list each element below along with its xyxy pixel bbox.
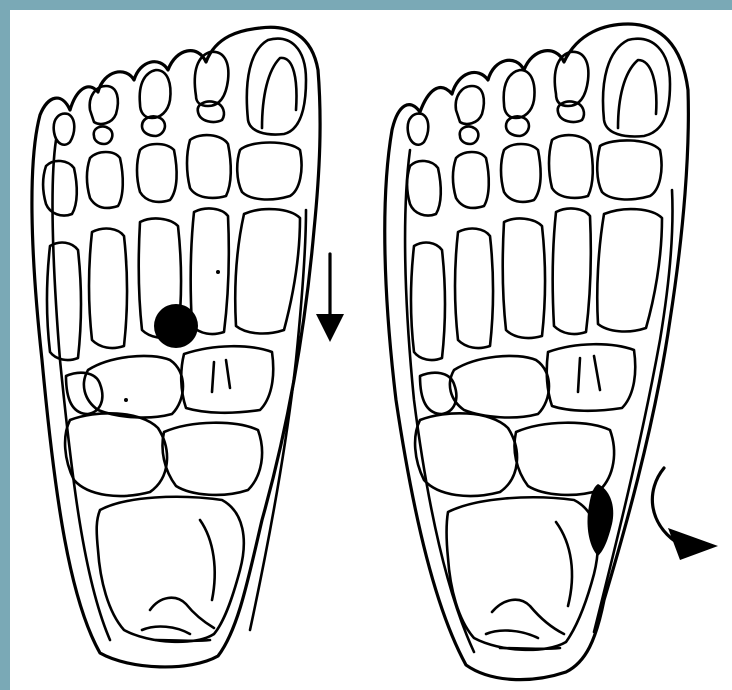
down-arrow-icon	[316, 254, 344, 342]
left-heel	[97, 497, 244, 642]
right-heel	[447, 497, 598, 650]
feet-diagram	[10, 10, 732, 690]
right-foot-pressure-wedge	[587, 484, 613, 556]
figure-panel	[10, 10, 732, 690]
right-big-toe	[603, 39, 670, 137]
curved-arrow-icon	[652, 468, 718, 560]
left-foot-pressure-dot	[154, 304, 198, 348]
left-foot	[32, 27, 344, 667]
right-foot	[385, 24, 718, 680]
right-foot-outline	[385, 24, 689, 680]
